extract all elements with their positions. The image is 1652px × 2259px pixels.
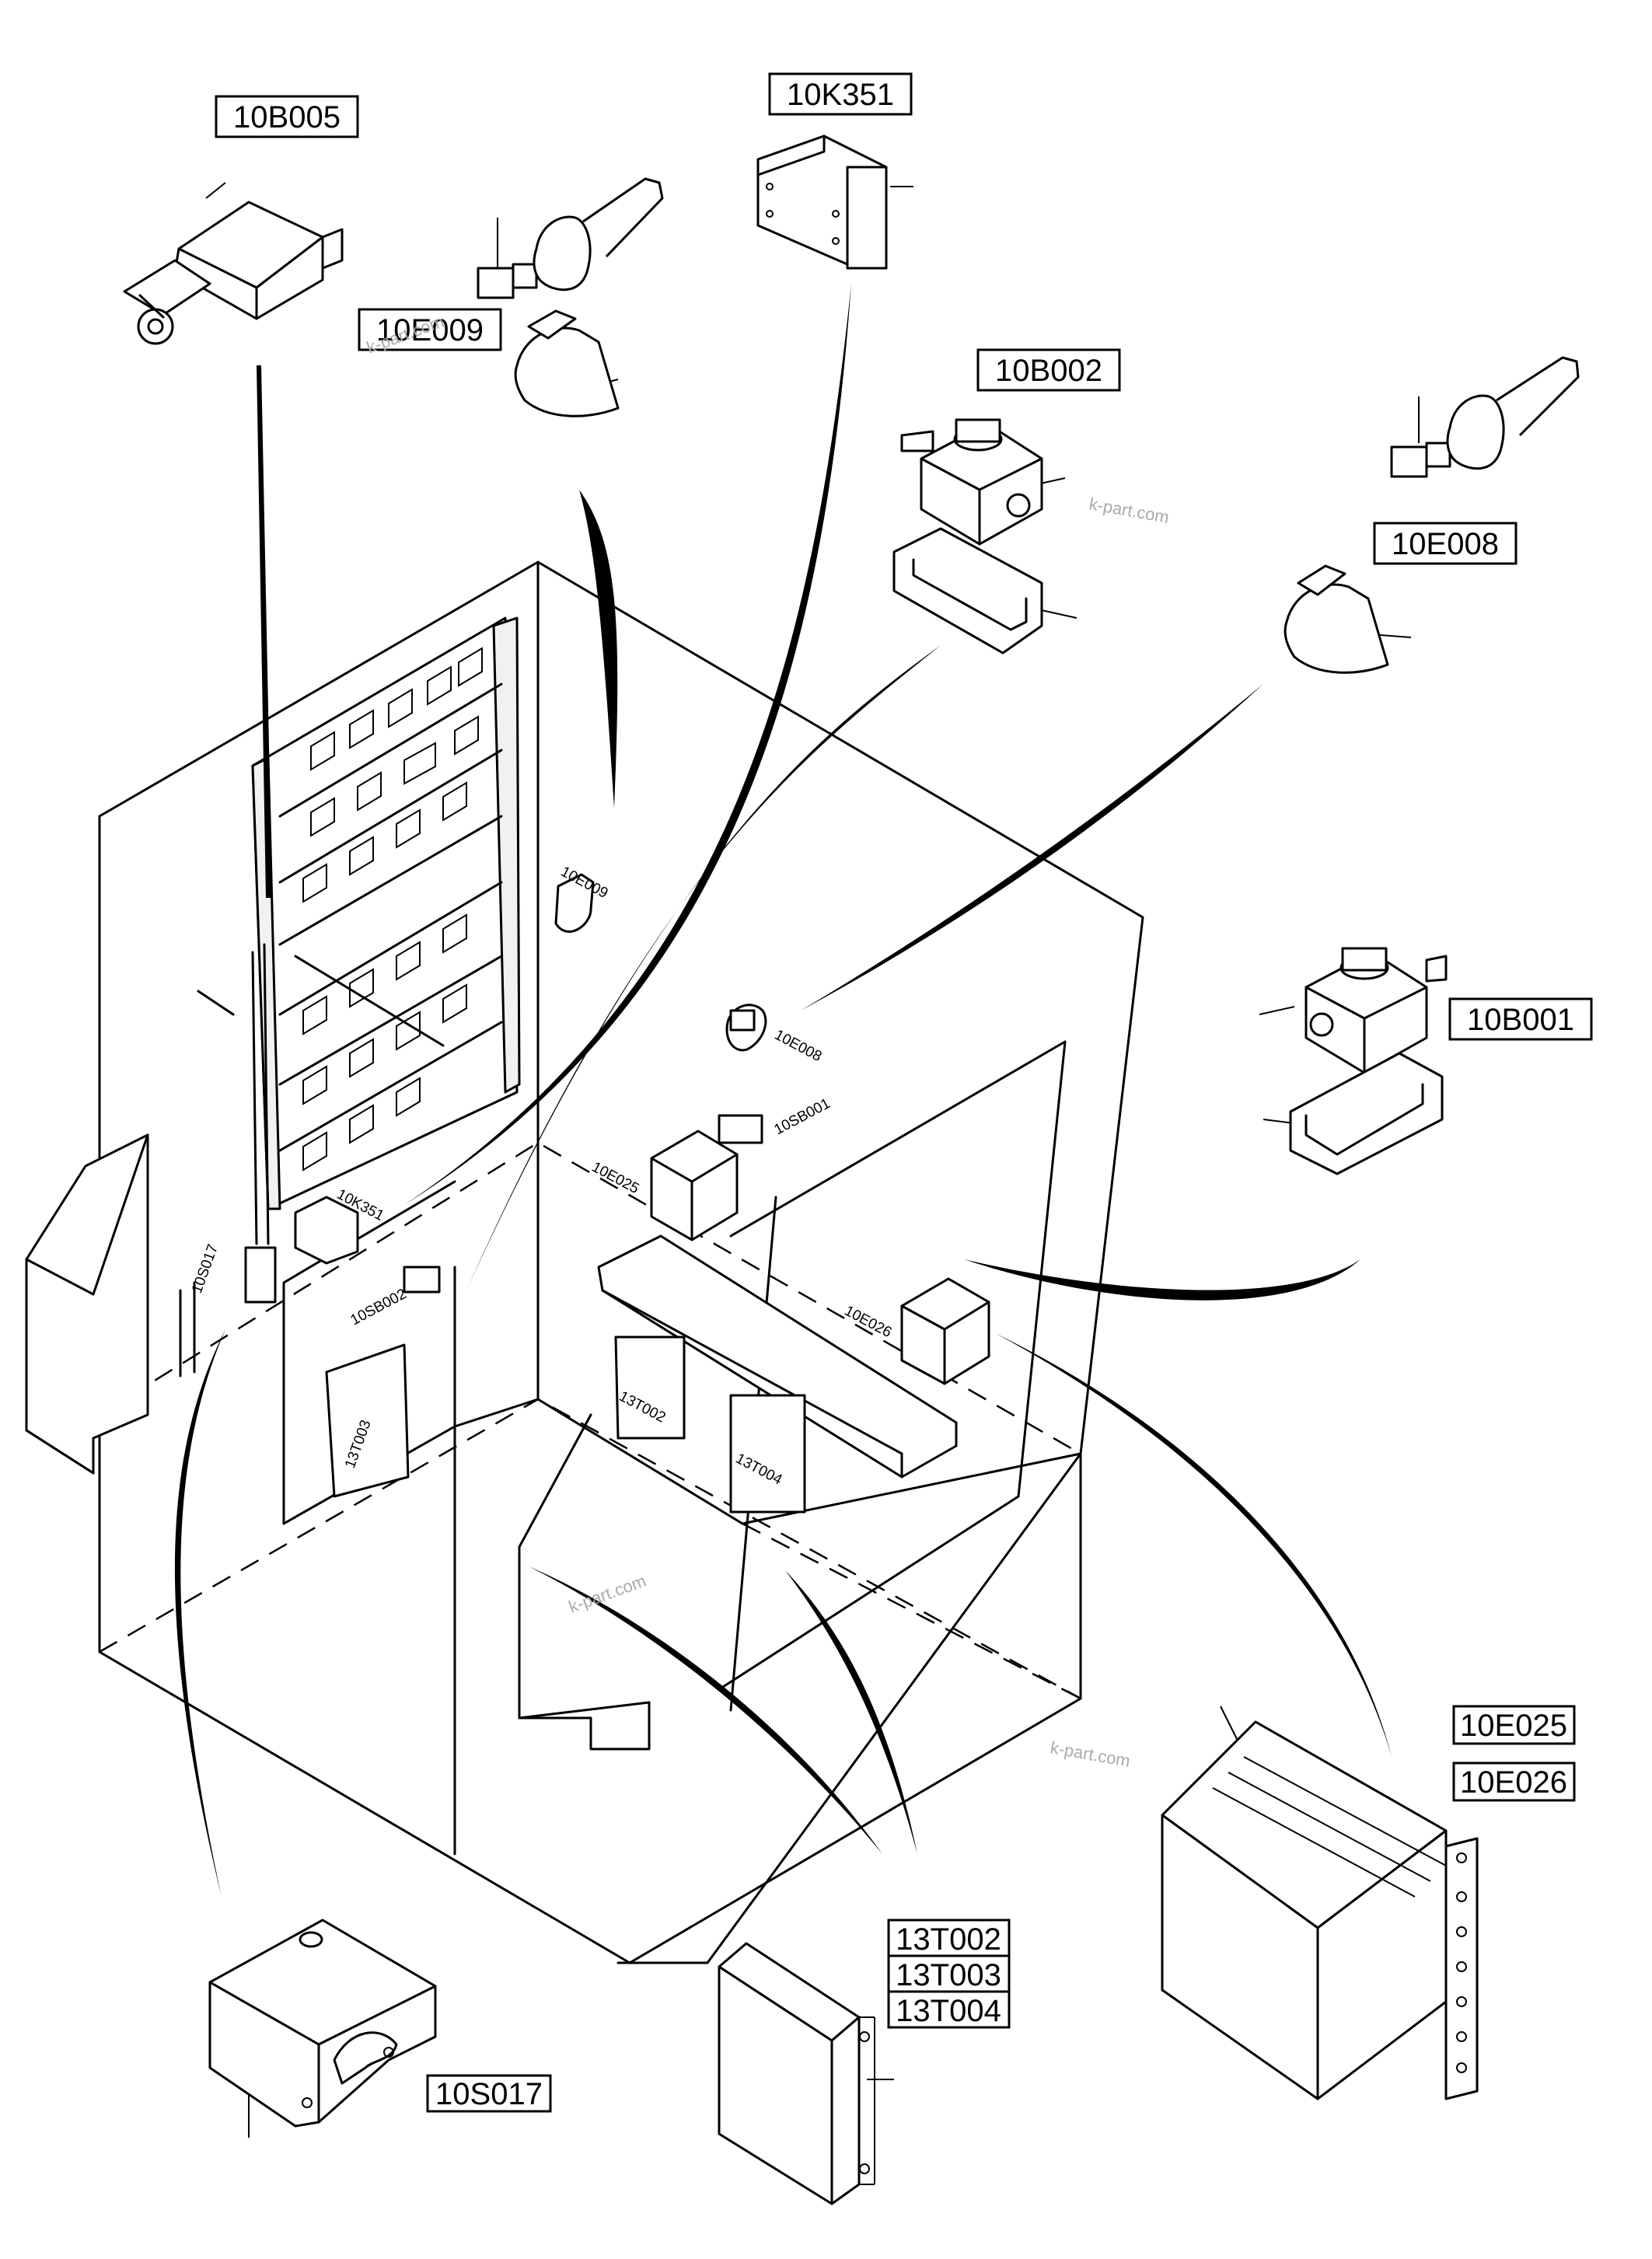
callout-text: 10B005 bbox=[233, 100, 341, 134]
callout-10K351: 10K351 bbox=[768, 72, 913, 116]
callout-text: 10E026 bbox=[1460, 1765, 1567, 1800]
part-13T-transformer bbox=[718, 1942, 875, 2205]
callout-10E025: 10E025 bbox=[1452, 1705, 1576, 1745]
part-10K351 bbox=[756, 134, 888, 270]
label-10S017: 10S017 bbox=[189, 1242, 222, 1296]
label-10SB002: 10SB002 bbox=[348, 1286, 409, 1329]
callout-text: 13T003 bbox=[896, 1958, 1001, 1992]
label-10E008: 10E008 bbox=[772, 1027, 825, 1065]
callout-13T002: 13T002 bbox=[887, 1919, 1011, 1957]
callout-10E008: 10E008 bbox=[1373, 522, 1518, 565]
callout-10E026: 10E026 bbox=[1452, 1761, 1576, 1802]
part-10E009-lamp bbox=[477, 177, 664, 417]
callout-text: 10B001 bbox=[1467, 1003, 1574, 1037]
watermark-text: k-part.com bbox=[1088, 494, 1171, 527]
label-10E026: 10E026 bbox=[842, 1303, 895, 1341]
label-10E025: 10E025 bbox=[589, 1159, 642, 1197]
callout-10E009: 10E009 bbox=[358, 308, 502, 351]
callout-13T003: 13T003 bbox=[887, 1954, 1011, 1993]
callout-text: 10E025 bbox=[1460, 1709, 1567, 1743]
callout-10B005: 10B005 bbox=[215, 95, 359, 138]
part-10S017-switch bbox=[208, 1919, 437, 2128]
callout-text: 10B002 bbox=[995, 354, 1102, 388]
callout-text: 10K351 bbox=[787, 78, 894, 112]
inner-components bbox=[179, 873, 990, 1514]
callout-10S017: 10S017 bbox=[426, 2074, 552, 2113]
callout-text: 13T002 bbox=[896, 1922, 1001, 1957]
leader-lines bbox=[174, 284, 1392, 1897]
cabinet bbox=[25, 560, 1144, 1964]
callout-10B001: 10B001 bbox=[1448, 997, 1593, 1041]
part-10B002 bbox=[892, 418, 1043, 655]
mounting-panel bbox=[197, 616, 521, 1245]
callout-text: 10E009 bbox=[376, 313, 484, 347]
callout-13T004: 13T004 bbox=[887, 1990, 1011, 2029]
callout-text: 13T004 bbox=[896, 1994, 1001, 2028]
callout-text: 10E008 bbox=[1392, 527, 1499, 561]
callout-text: 10S017 bbox=[435, 2077, 543, 2111]
part-10B005-limit-switch bbox=[123, 201, 344, 345]
label-10SB001: 10SB001 bbox=[771, 1095, 833, 1138]
part-10E008-lamp bbox=[1284, 356, 1580, 674]
part-10B001 bbox=[1289, 947, 1448, 1175]
watermark-text: k-part.com bbox=[1049, 1737, 1132, 1771]
part-10E025-10E026-module bbox=[1161, 1720, 1479, 2100]
callout-10B002: 10B002 bbox=[976, 348, 1121, 392]
